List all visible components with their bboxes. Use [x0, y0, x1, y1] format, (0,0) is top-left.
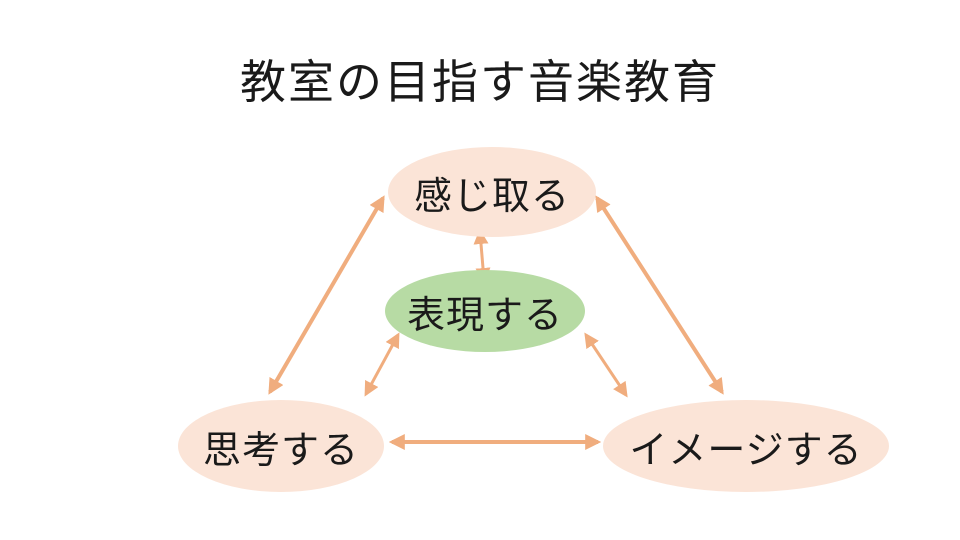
node-feel-label: 感じ取る	[413, 173, 570, 218]
node-imagine-label: イメージする	[629, 427, 863, 472]
node-feel: 感じ取る	[388, 147, 596, 237]
node-think-label: 思考する	[202, 427, 359, 472]
arrow-feel-think	[268, 195, 385, 395]
arrow-express-imagine	[584, 332, 628, 398]
node-express: 表現する	[385, 270, 585, 352]
arrow-express-think	[364, 332, 400, 397]
node-imagine: イメージする	[603, 400, 889, 492]
node-think: 思考する	[178, 400, 384, 492]
node-express-label: 表現する	[406, 292, 563, 337]
slide-title: 教室の目指す音楽教育	[240, 55, 720, 109]
arrow-feel-imagine	[595, 195, 724, 395]
outer-triangle-arrows	[268, 195, 724, 450]
